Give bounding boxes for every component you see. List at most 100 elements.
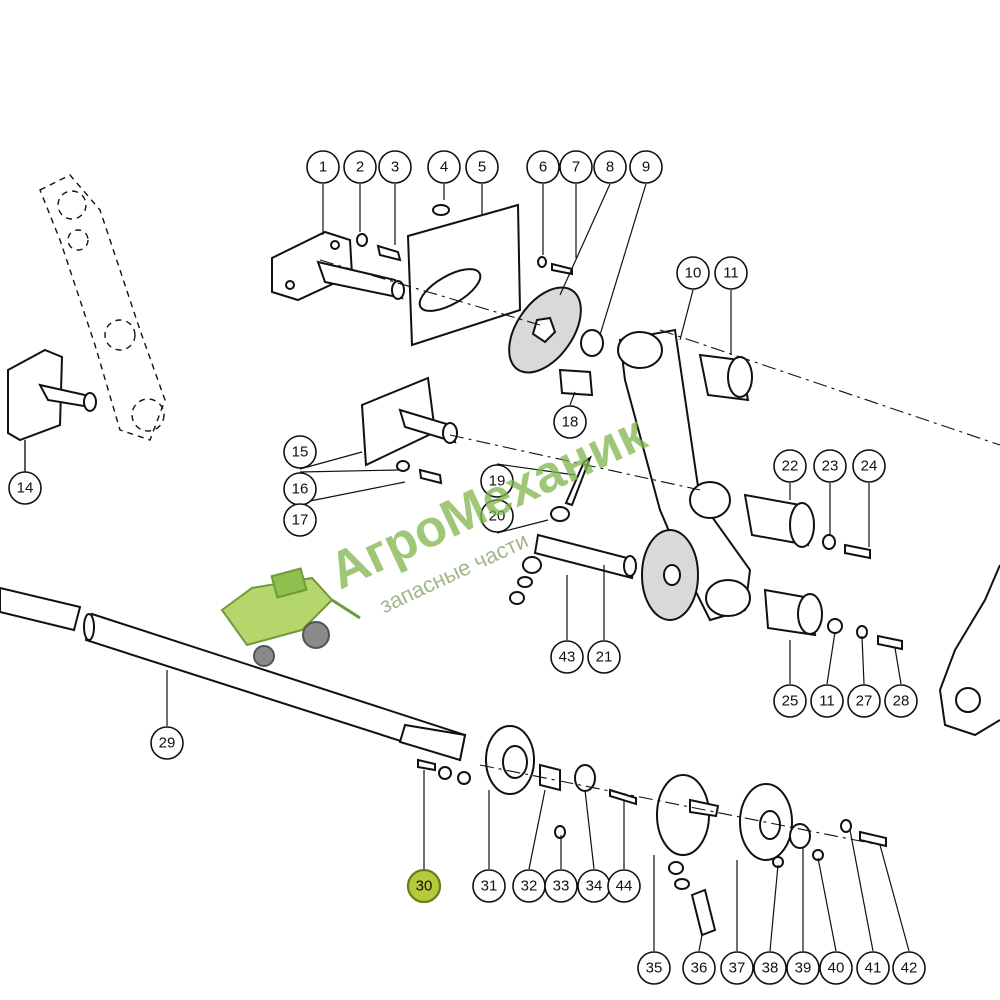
callout-circle <box>544 869 578 903</box>
callout-30[interactable]: 30 <box>406 868 442 904</box>
callout-label: 25 <box>782 693 799 710</box>
callout-circle <box>343 150 377 184</box>
callout-label: 10 <box>685 265 702 282</box>
callout-15[interactable]: 15 <box>283 435 317 469</box>
callout-label: 43 <box>559 649 576 666</box>
callout-label: 8 <box>606 159 614 176</box>
callout-circle <box>593 150 627 184</box>
callout-24[interactable]: 24 <box>852 449 886 483</box>
callout-39[interactable]: 39 <box>786 951 820 985</box>
callout-44[interactable]: 44 <box>607 869 641 903</box>
callout-label: 21 <box>596 649 613 666</box>
callout-circle <box>810 684 844 718</box>
callout-33[interactable]: 33 <box>544 869 578 903</box>
callout-5[interactable]: 5 <box>465 150 499 184</box>
callout-circle <box>813 449 847 483</box>
callout-10[interactable]: 10 <box>676 256 710 290</box>
leader-line-19 <box>496 463 576 476</box>
leader-line-36 <box>698 934 703 952</box>
callout-28[interactable]: 28 <box>884 684 918 718</box>
pin-shaft-21 <box>533 533 637 580</box>
callout-circle <box>682 951 716 985</box>
callout-circle <box>773 684 807 718</box>
callout-circle <box>819 951 853 985</box>
callout-8[interactable]: 8 <box>593 150 627 184</box>
leader-line-9 <box>599 183 647 336</box>
callout-29[interactable]: 29 <box>150 726 184 760</box>
callout-38[interactable]: 38 <box>753 951 787 985</box>
callout-circle <box>856 951 890 985</box>
callout-circle <box>773 449 807 483</box>
hub-assemblies <box>417 725 887 937</box>
callout-22[interactable]: 22 <box>773 449 807 483</box>
center-lines <box>319 259 1000 846</box>
callout-20[interactable]: 20 <box>480 499 514 533</box>
leader-line-16 <box>299 469 399 473</box>
combine-harvester-logo <box>220 567 361 667</box>
callout-17[interactable]: 17 <box>283 503 317 537</box>
callout-6[interactable]: 6 <box>526 150 560 184</box>
leader-line-42 <box>879 844 910 952</box>
callout-circle <box>786 951 820 985</box>
callout-21[interactable]: 21 <box>587 640 621 674</box>
callout-label: 11 <box>723 265 739 282</box>
callout-4[interactable]: 4 <box>427 150 461 184</box>
callout-34[interactable]: 34 <box>577 869 611 903</box>
disc-22 <box>641 529 699 621</box>
callout-31[interactable]: 31 <box>472 869 506 903</box>
callout-3[interactable]: 3 <box>378 150 412 184</box>
phantom-linkage <box>39 174 166 441</box>
callout-label: 17 <box>292 512 309 529</box>
callout-circle <box>637 951 671 985</box>
leader-lines <box>24 183 910 952</box>
callout-16[interactable]: 16 <box>283 472 317 506</box>
callout-7[interactable]: 7 <box>559 150 593 184</box>
small-hardware-top <box>356 204 604 357</box>
callout-circle <box>150 726 184 760</box>
callout-27[interactable]: 27 <box>847 684 881 718</box>
callout-label: 5 <box>478 159 486 176</box>
callout-circle <box>283 435 317 469</box>
friction-disc-8 <box>508 286 582 374</box>
callout-label: 40 <box>828 960 845 977</box>
callout-11[interactable]: 11 <box>714 256 748 290</box>
callout-18[interactable]: 18 <box>553 405 587 439</box>
callout-11[interactable]: 11 <box>810 684 844 718</box>
callout-label: 33 <box>553 878 570 895</box>
callout-35[interactable]: 35 <box>637 951 671 985</box>
callout-23[interactable]: 23 <box>813 449 847 483</box>
callout-label: 38 <box>762 960 779 977</box>
callout-25[interactable]: 25 <box>773 684 807 718</box>
callout-circle <box>465 150 499 184</box>
callout-circle <box>720 951 754 985</box>
callout-label: 44 <box>616 878 633 895</box>
callout-42[interactable]: 42 <box>892 951 926 985</box>
leader-line-17 <box>299 481 406 504</box>
callout-circle <box>472 869 506 903</box>
callout-9[interactable]: 9 <box>629 150 663 184</box>
leader-line-10 <box>679 289 694 341</box>
callout-37[interactable]: 37 <box>720 951 754 985</box>
callout-circle <box>753 951 787 985</box>
callout-19[interactable]: 19 <box>480 464 514 498</box>
leader-line-40 <box>817 857 837 952</box>
callout-36[interactable]: 36 <box>682 951 716 985</box>
callout-32[interactable]: 32 <box>512 869 546 903</box>
callout-label: 36 <box>691 960 708 977</box>
callout-41[interactable]: 41 <box>856 951 890 985</box>
callout-label: 15 <box>292 444 309 461</box>
callout-1[interactable]: 1 <box>306 150 340 184</box>
callout-circle <box>378 150 412 184</box>
callout-label: 31 <box>481 878 498 895</box>
callout-43[interactable]: 43 <box>550 640 584 674</box>
callout-2[interactable]: 2 <box>343 150 377 184</box>
leader-line-20 <box>496 519 549 534</box>
callout-40[interactable]: 40 <box>819 951 853 985</box>
callout-14[interactable]: 14 <box>8 471 42 505</box>
callout-circle <box>847 684 881 718</box>
callout-label: 11 <box>819 693 835 710</box>
bracket-1 <box>271 230 405 302</box>
callout-circle <box>526 150 560 184</box>
